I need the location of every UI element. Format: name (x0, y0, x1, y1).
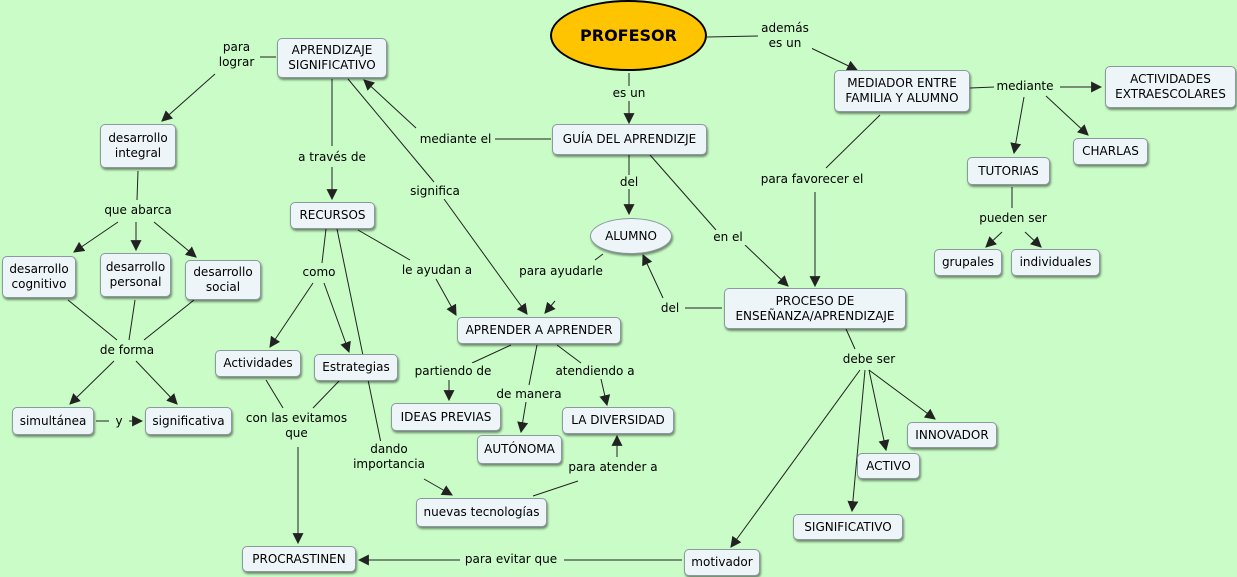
link-como: como (298, 265, 340, 280)
link-y: y (109, 413, 129, 429)
concept-profesor[interactable]: PROFESOR (550, 0, 707, 71)
concept-desarrollo-social[interactable]: desarrollo social (185, 260, 261, 300)
link-pueden-ser: pueden ser (975, 210, 1051, 226)
concept-recursos[interactable]: RECURSOS (290, 202, 375, 229)
concept-autonoma[interactable]: AUTÓNOMA (477, 435, 562, 464)
concept-actividades-extraescolares[interactable]: ACTIVIDADES EXTRAESCOLARES (1105, 66, 1236, 108)
concept-desarrollo-personal[interactable]: desarrollo personal (100, 253, 171, 297)
concept-innovador[interactable]: INNOVADOR (907, 422, 997, 448)
link-de-forma: de forma (96, 342, 158, 358)
link-es-un: es un (604, 86, 654, 101)
link-mediante-el: mediante el (416, 131, 495, 147)
link-a-traves-de: a través de (293, 149, 371, 165)
link-partiendo-de: partiendo de (409, 363, 497, 379)
concept-tutorias[interactable]: TUTORIAS (967, 157, 1050, 185)
concept-grupales[interactable]: grupales (934, 249, 1002, 276)
concept-guia-del-aprendizaje[interactable]: GUÍA DEL APRENDIZJE (552, 124, 707, 155)
link-de-manera: de manera (493, 387, 565, 402)
concept-la-diversidad[interactable]: LA DIVERSIDAD (562, 407, 674, 434)
link-le-ayudan-a: le ayudan a (393, 262, 481, 278)
link-para-favorecer-el: para favorecer el (756, 171, 868, 187)
link-que-abarca: que abarca (101, 202, 175, 218)
concept-desarrollo-integral[interactable]: desarrollo integral (100, 124, 176, 168)
link-mediante: mediante (994, 79, 1056, 94)
concept-motivador[interactable]: motivador (684, 549, 760, 576)
concept-aprendizaje-significativo[interactable]: APRENDIZAJE SIGNIFICATIVO (277, 38, 387, 78)
link-para-atender-a: para atender a (564, 459, 662, 475)
link-ademas-es-un: además es un (758, 20, 812, 52)
concept-alumno[interactable]: ALUMNO (590, 218, 672, 254)
link-del-guia: del (614, 175, 644, 189)
link-para-lograr: para lograr (213, 39, 260, 70)
link-con-las-evitamos-que: con las evitamos que (238, 410, 355, 442)
concept-desarrollo-cognitivo[interactable]: desarrollo cognitivo (2, 256, 76, 298)
concept-proceso-ensenanza-aprendizaje[interactable]: PROCESO DE ENSEÑANZA/APRENDIZAJE (724, 288, 906, 329)
link-significa: significa (405, 183, 465, 199)
concept-charlas[interactable]: CHARLAS (1073, 138, 1148, 165)
concept-estrategias[interactable]: Estrategias (314, 354, 398, 381)
link-del-proceso: del (655, 300, 685, 316)
concept-aprender-a-aprender[interactable]: APRENDER A APRENDER (457, 317, 621, 344)
link-debe-ser: debe ser (836, 351, 902, 367)
concept-nuevas-tecnologias[interactable]: nuevas tecnologías (416, 498, 547, 527)
concept-significativa[interactable]: significativa (145, 407, 232, 435)
concept-procrastinen[interactable]: PROCRASTINEN (242, 546, 356, 572)
concept-actividades[interactable]: Actividades (215, 350, 301, 377)
link-para-evitar-que: para evitar que (460, 551, 562, 567)
concept-simultanea[interactable]: simultánea (12, 407, 94, 435)
concept-ideas-previas[interactable]: IDEAS PREVIAS (391, 403, 501, 431)
link-dando-importancia: dando importancia (347, 441, 431, 473)
concept-individuales[interactable]: individuales (1011, 249, 1100, 276)
link-para-ayudarle: para ayudarle (513, 263, 609, 279)
concept-significativo[interactable]: SIGNIFICATIVO (793, 514, 903, 540)
link-atendiendo-a: atendiendo a (548, 364, 642, 379)
concept-activo[interactable]: ACTIVO (857, 453, 920, 479)
link-en-el: en el (706, 230, 750, 245)
concept-mediador[interactable]: MEDIADOR ENTRE FAMILIA Y ALUMNO (834, 70, 970, 112)
